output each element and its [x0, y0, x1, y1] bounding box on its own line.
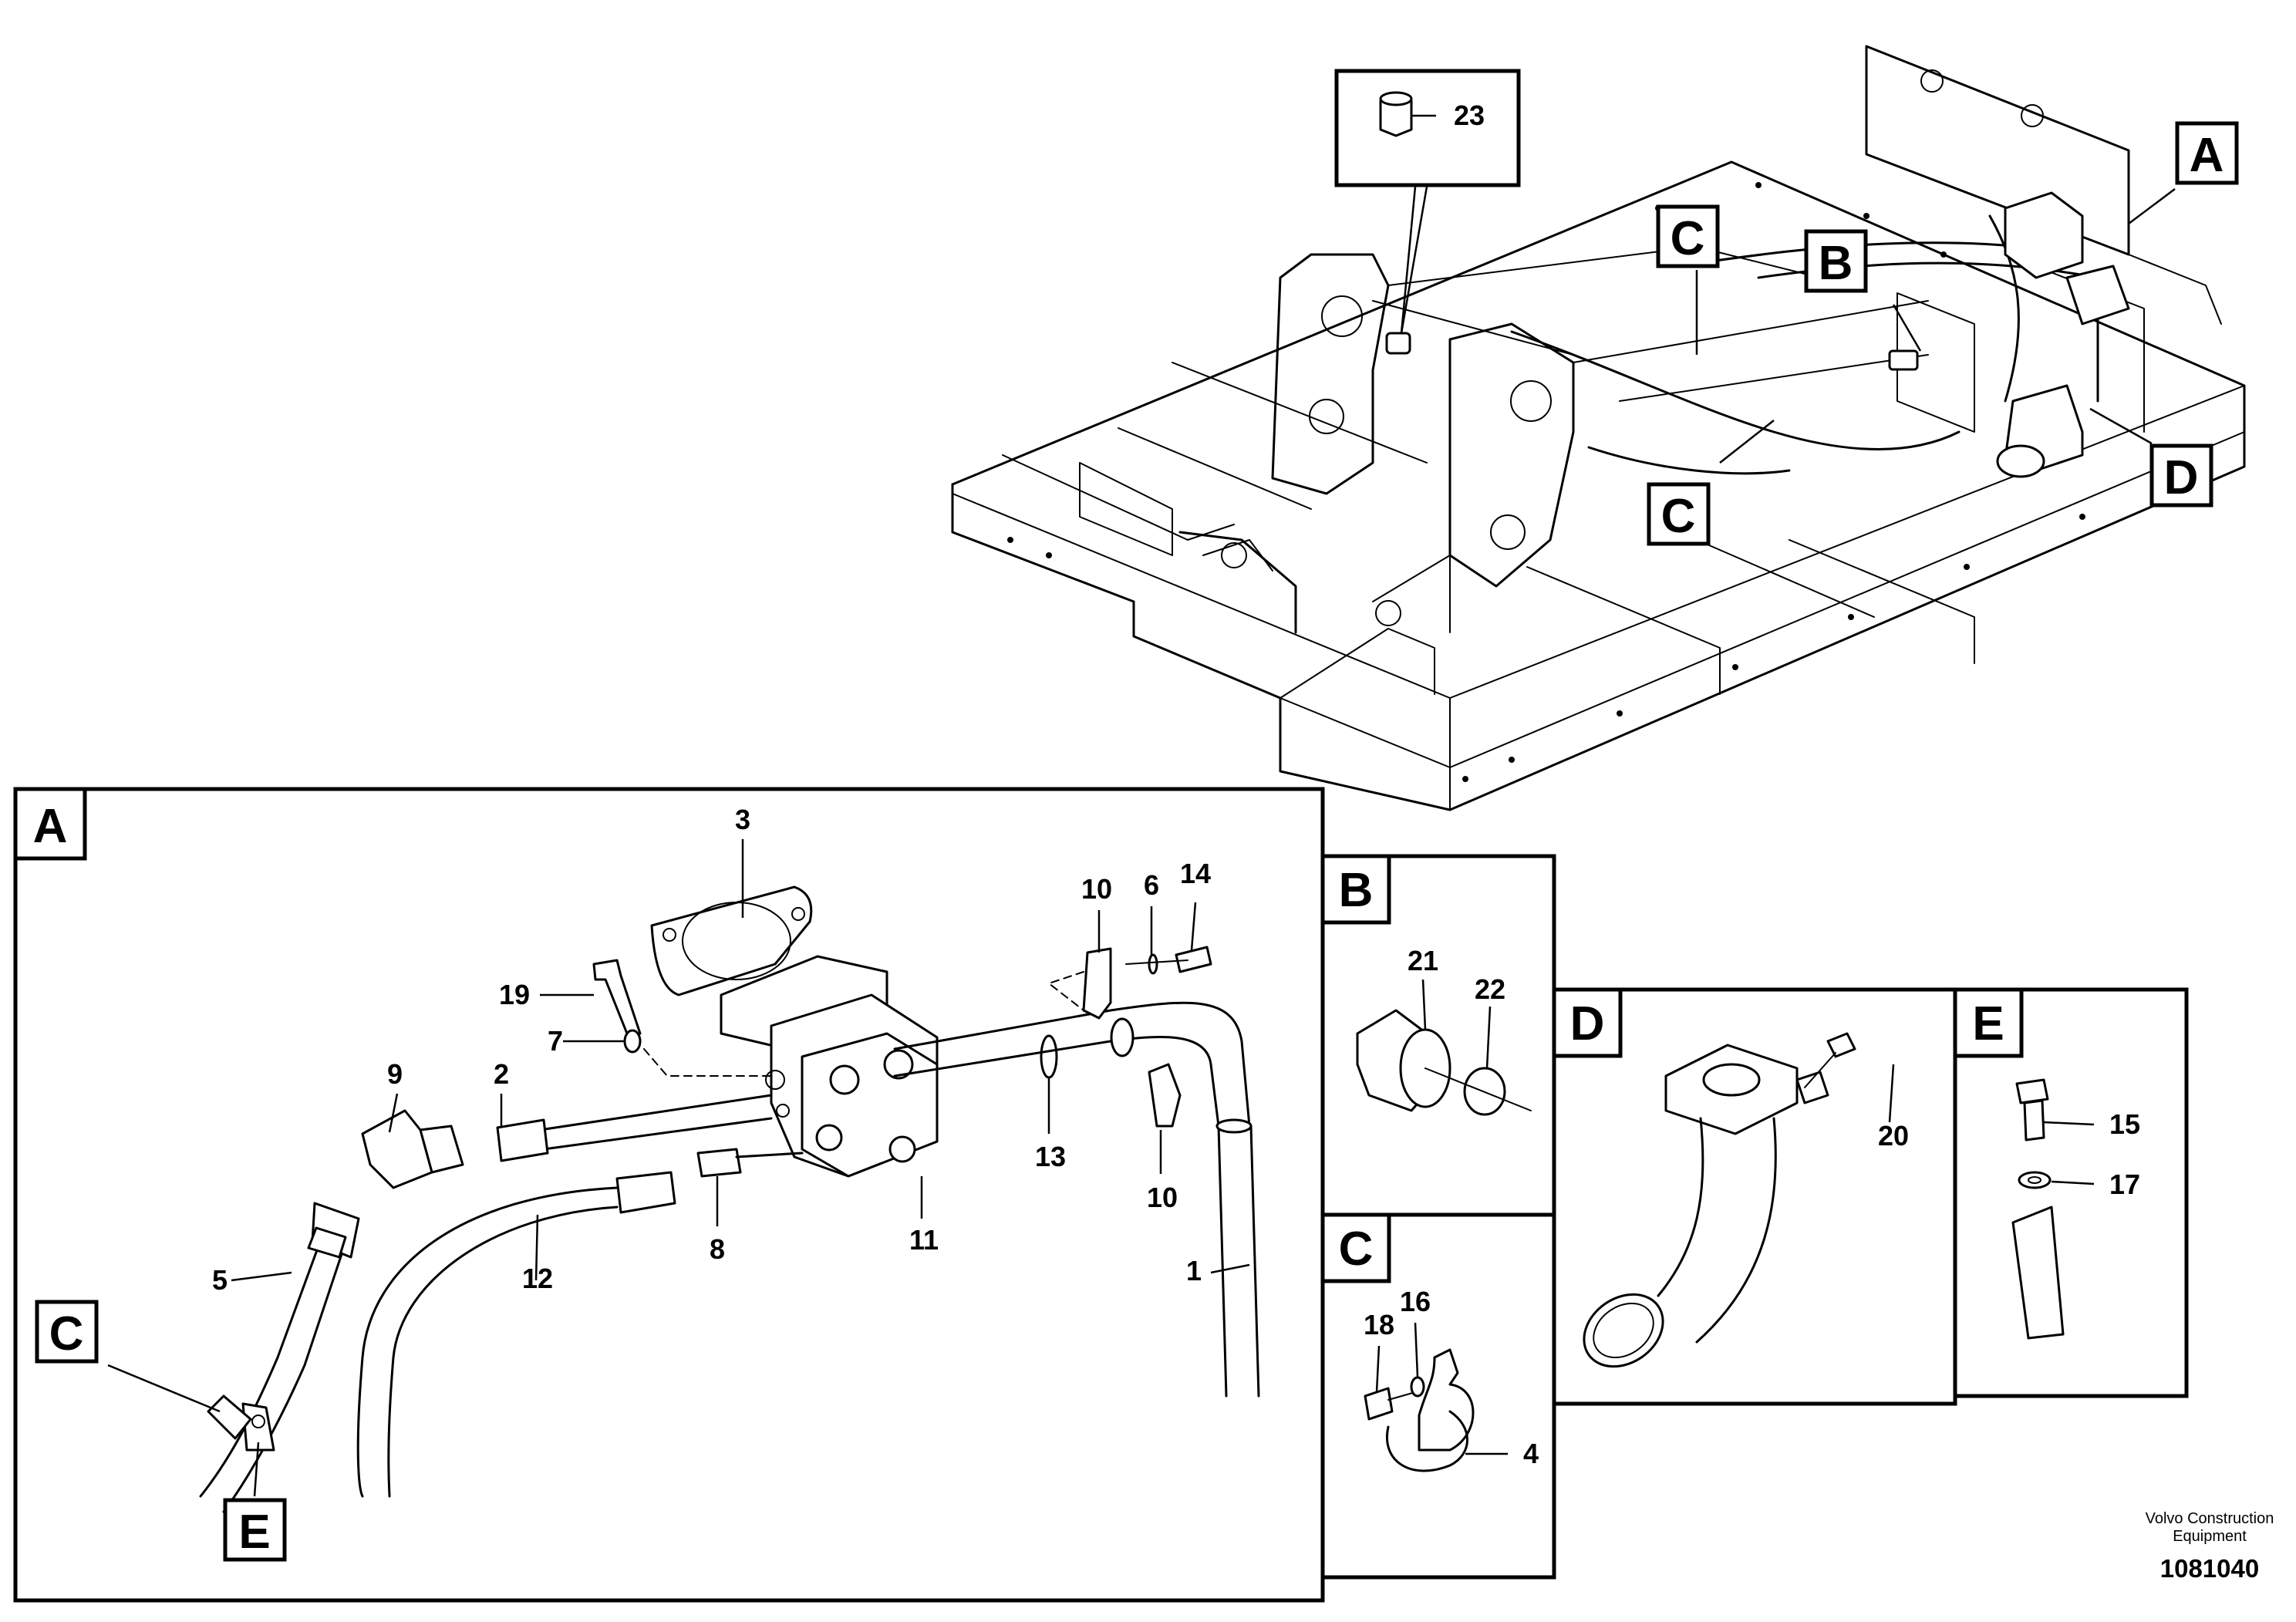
main-tag-b: B — [1804, 229, 1868, 293]
callout-18: 18 — [1364, 1309, 1394, 1340]
callout-2: 2 — [494, 1058, 509, 1090]
detail-b-tag: B — [1320, 854, 1391, 925]
callout-13: 13 — [1035, 1141, 1066, 1172]
svg-text:B: B — [1819, 237, 1853, 290]
svg-text:E: E — [1972, 997, 2004, 1050]
main-tag-c-upper: C — [1656, 204, 1720, 268]
plug-illustration — [1356, 979, 1532, 1116]
detail-a-tag: A — [13, 787, 87, 861]
callout-21: 21 — [1408, 945, 1438, 976]
callout-23: 23 — [1454, 99, 1485, 131]
callout-19: 19 — [499, 979, 530, 1010]
callout-5: 5 — [212, 1264, 228, 1296]
elbow-pipe-illustration — [1583, 1032, 1895, 1368]
nut-icon — [1379, 91, 1413, 137]
svg-text:B: B — [1339, 864, 1374, 917]
detail-c-tag: C — [1320, 1212, 1391, 1283]
callout-20: 20 — [1878, 1120, 1909, 1152]
callout-16: 16 — [1400, 1286, 1431, 1317]
part-23-inset — [1334, 69, 1521, 187]
callout-9: 9 — [387, 1058, 403, 1090]
upper-frame-illustration — [951, 45, 2246, 811]
callout-10-upper: 10 — [1081, 873, 1112, 905]
detail-d-tag: D — [1552, 987, 1623, 1058]
brand-line-1: Volvo Construction — [2146, 1510, 2274, 1527]
pump-assembly-illustration — [107, 839, 1260, 1513]
callout-8: 8 — [710, 1233, 725, 1265]
callout-6: 6 — [1144, 869, 1159, 901]
main-tag-c-lower: C — [1647, 482, 1711, 546]
callout-1: 1 — [1186, 1255, 1202, 1286]
main-tag-d: D — [2149, 443, 2213, 508]
svg-text:D: D — [2164, 451, 2199, 504]
callout-7: 7 — [548, 1025, 563, 1057]
detail-a-tag-e: E — [223, 1498, 287, 1562]
detail-a-tag-c: C — [35, 1300, 99, 1364]
callout-14: 14 — [1180, 858, 1211, 889]
callout-10-lower: 10 — [1147, 1182, 1178, 1213]
callout-22: 22 — [1475, 973, 1505, 1005]
svg-text:C: C — [1339, 1222, 1374, 1276]
callout-4: 4 — [1523, 1438, 1539, 1469]
svg-text:A: A — [33, 800, 68, 853]
detail-e-tag: E — [1953, 987, 2024, 1058]
svg-text:E: E — [238, 1506, 270, 1559]
svg-text:C: C — [1671, 212, 1705, 265]
brand-line-2: Equipment — [2173, 1528, 2247, 1545]
svg-text:C: C — [49, 1307, 84, 1361]
main-tag-a: A — [2175, 121, 2239, 185]
callout-3: 3 — [735, 804, 750, 835]
pipe-clamp-illustration — [1364, 1322, 1508, 1472]
svg-text:C: C — [1661, 490, 1696, 543]
callout-12: 12 — [522, 1263, 553, 1294]
callout-15: 15 — [2109, 1108, 2140, 1140]
callout-11: 11 — [909, 1224, 939, 1256]
svg-text:A: A — [2190, 129, 2224, 182]
document-number: 1081040 — [2160, 1554, 2259, 1583]
svg-text:D: D — [1570, 997, 1605, 1050]
callout-17: 17 — [2109, 1168, 2140, 1200]
bolt-bracket-illustration — [2011, 1078, 2095, 1340]
